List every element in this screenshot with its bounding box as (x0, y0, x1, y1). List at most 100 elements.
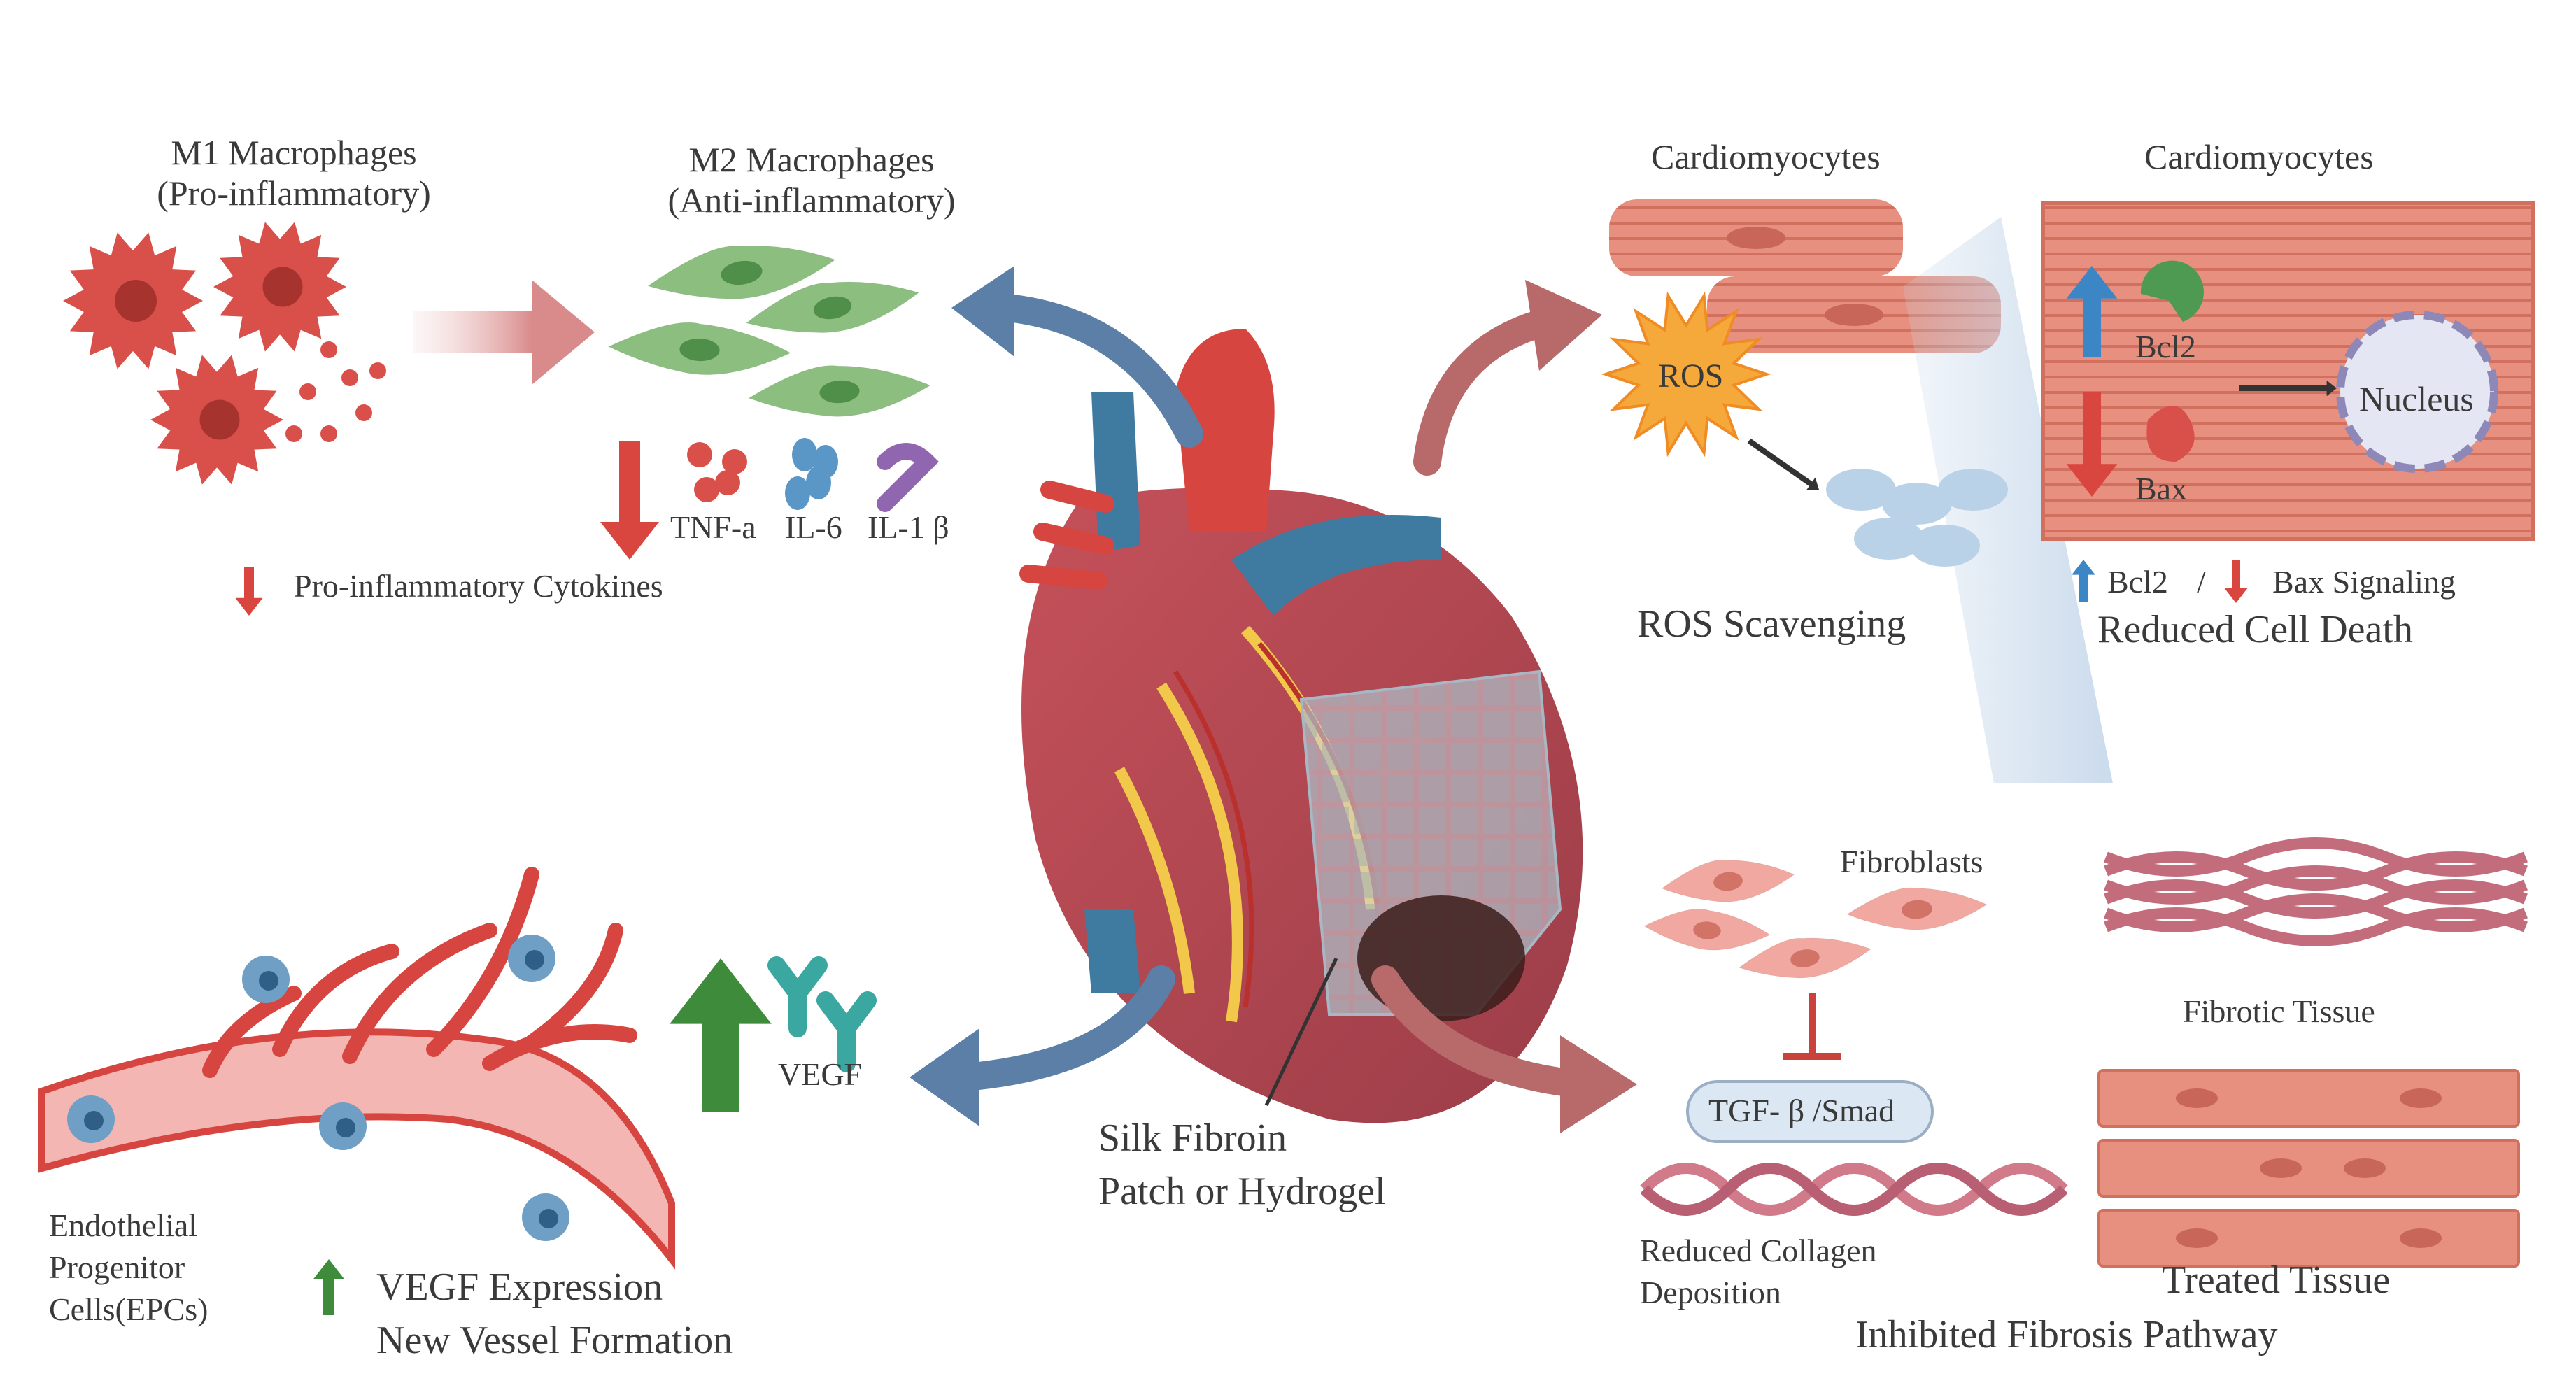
ros-scavenging-label: ROS Scavenging (1637, 602, 1906, 646)
endothelial-progenitor-cell (319, 1102, 367, 1150)
bax-protein-icon (2146, 406, 2195, 462)
arrow-shaft (951, 965, 1175, 1091)
translocation-arrow-icon (2239, 380, 2337, 397)
decrease-bax-arrow-icon (2066, 392, 2118, 497)
cytokine-dot (341, 369, 358, 386)
cell-nucleus (679, 338, 720, 362)
ros-label: ROS (1658, 357, 1724, 395)
cell-nucleus (1902, 900, 1932, 919)
arrow-shaft (1413, 308, 1560, 476)
aorta (1175, 329, 1275, 532)
cell-nucleus (1713, 872, 1743, 891)
vegf-label: VEGF (778, 1056, 863, 1092)
cytokine-il6-label: IL-6 (785, 509, 842, 545)
epc-nucleus (336, 1118, 355, 1137)
scavenged-ros-cloud (1854, 518, 1924, 560)
vessel-branch (426, 867, 539, 1057)
arrow-head (1525, 280, 1602, 371)
infarct-region (1357, 895, 1525, 1021)
epc-nucleus (84, 1111, 104, 1130)
m2-macrophage-cell-3 (607, 322, 792, 376)
reduced-collagen-label: Reduced Collagen Deposition (1640, 1233, 1877, 1310)
m1-macrophage-cell-3 (150, 355, 283, 485)
cell-nucleus (1790, 949, 1820, 967)
cell-nucleus (721, 260, 763, 285)
fiber-nucleus (2400, 1228, 2442, 1248)
arrow-to-anti-oxidant (1413, 280, 1602, 476)
epc-label: Endothelial Progenitor Cells(EPCs) (49, 1207, 208, 1327)
new-vessel-formation-label: New Vessel Formation (376, 1319, 733, 1362)
zoom-cone (1903, 217, 2113, 783)
fiber-nucleus (2176, 1088, 2218, 1108)
heart-illustration (1019, 329, 1583, 1123)
muscle-fiber (2097, 1209, 2520, 1268)
fibrotic-fiber (2104, 837, 2528, 877)
ros-burst-icon (1601, 291, 1771, 458)
arrow-to-inflammation (951, 266, 1203, 448)
vegf-molecule-icon (767, 956, 828, 1037)
cytokine-dot (369, 362, 386, 379)
silk-fibroin-label: Silk Fibroin Patch or Hydrogel (1098, 1116, 1386, 1213)
m1-macrophage-cell-1 (63, 232, 203, 369)
cytokine-dot (285, 425, 302, 442)
fibrotic-fiber (2104, 893, 2528, 932)
arrow-shaft (993, 294, 1203, 448)
cell-nucleus (262, 267, 303, 307)
increase-bcl2-arrow-icon (2066, 266, 2118, 357)
fibrotic-fiber (2104, 907, 2528, 946)
cell-nucleus (1693, 921, 1721, 939)
fiber-nucleus (2260, 1158, 2302, 1178)
pulmonary-veins (1019, 481, 1114, 590)
fiber-nucleus (2400, 1088, 2442, 1108)
tnf-molecule-icon (687, 442, 712, 467)
m2-macrophage-cell-4 (748, 365, 931, 417)
fibroblast-cell-4 (1738, 937, 1872, 979)
arrow-head (1560, 1035, 1637, 1133)
bax-label: Bax (2135, 471, 2188, 506)
scavenged-ros-cloud (1826, 469, 1896, 511)
m2-macrophage-cell-2 (745, 281, 920, 333)
cardiomyocytes-right-label: Cardiomyocytes (2144, 137, 2374, 176)
fibroblast-cell-3 (1643, 908, 1771, 951)
fibroblast-cell-1 (1661, 859, 1795, 902)
small-increase-bcl2-arrow-icon (2072, 560, 2095, 602)
il1b-molecule-icon (877, 443, 939, 512)
signal-bcl2-label: Bcl2 (2107, 564, 2168, 600)
bcl2-label: Bcl2 (2135, 329, 2196, 364)
epc-nucleus (259, 971, 278, 991)
fiber-nucleus (2344, 1158, 2386, 1178)
arrow-to-remodeling (1371, 965, 1637, 1133)
il6-molecule-icon (792, 438, 817, 471)
m2-macrophages-label: M2 Macrophages (Anti-inflammatory) (667, 140, 956, 220)
cardiomyocytes-left-label: Cardiomyocytes (1651, 137, 1881, 176)
bcl2-protein-icon (2140, 260, 2204, 322)
fiber-nucleus (2176, 1228, 2218, 1248)
fibroblast-cell-2 (1846, 887, 1988, 930)
nucleus-circle (2336, 311, 2498, 473)
vegf-expression-label: VEGF Expression (376, 1265, 663, 1309)
epc-nucleus (525, 950, 544, 970)
treated-tissue-fiber (2097, 1209, 2520, 1268)
small-decrease-bax-arrow-icon (2224, 560, 2248, 603)
small-decrease-arrow-icon (235, 567, 263, 616)
cytokine-dot (355, 404, 372, 421)
nucleus-label: Nucleus (2359, 379, 2474, 418)
decrease-arrow-icon (600, 441, 659, 560)
fibrotic-fiber (2104, 865, 2528, 905)
inferior-vena-cava (1084, 909, 1140, 993)
cytokine-il1b-label: IL-1 β (868, 509, 949, 545)
patch-leader-line (1264, 957, 1338, 1107)
m1-macrophages-label: M1 Macrophages (Pro-inflammatory) (157, 133, 431, 213)
endothelial-progenitor-cell (522, 1193, 569, 1241)
increase-vegf-arrow-icon (670, 958, 772, 1112)
tgf-smad-pill (1686, 1080, 1934, 1143)
cytokine-tnf-label: TNF-a (670, 509, 756, 545)
treated-tissue-fiber (2097, 1139, 2520, 1198)
epc-nucleus (539, 1209, 558, 1228)
cell-nucleus (115, 280, 157, 322)
arrow-head (910, 1028, 979, 1126)
fibroblasts-label: Fibroblasts (1840, 844, 1983, 879)
pulmonary-artery (1231, 515, 1441, 616)
fibrotic-fiber (2104, 851, 2528, 891)
